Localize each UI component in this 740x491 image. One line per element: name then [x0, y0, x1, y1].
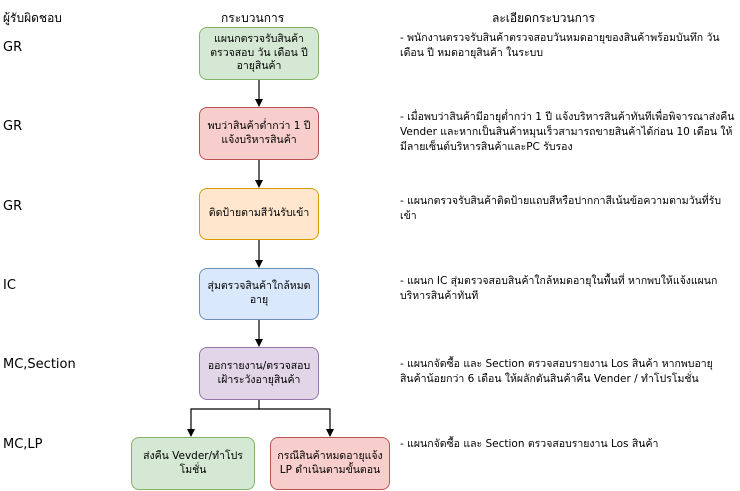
step-return-vendor-box: ส่งคืน Vevder/ทำโปรโมชั่น: [131, 437, 255, 490]
role-label: GR: [3, 199, 23, 214]
step-report-monitor-box: ออกรายงาน/ตรวจสอบ เฝ้าระวังอายุสินค้า: [199, 347, 319, 400]
header-owner: ผู้รับผิดชอบ: [3, 11, 62, 25]
step-description: - แผนกจัดซื้อ และ Section ตรวจสอบรายงาน …: [400, 438, 659, 450]
role-label: GR: [3, 40, 23, 55]
step-text: แผนกตรวจรับสินค้า ตรวจสอบ วัน เดือน ปี อ…: [210, 33, 308, 73]
role-label: GR: [3, 119, 23, 134]
step-description: - แผนก IC สุ่มตรวจสอบสินค้าใกล้หมดอายุใน…: [400, 275, 718, 303]
step-expired-notify-lp-box: กรณีสินค้าหมดอายุแจ้ง LP ดำเนินตามขั้นตอ…: [270, 437, 390, 490]
step-text: ส่งคืน Vevder/ทำโปรโมชั่น: [143, 449, 243, 476]
step-description: - พนักงานตรวจรับสินค้าตรวจสอบวันหมดอายุข…: [400, 32, 720, 60]
step-text: ออกรายงาน/ตรวจสอบ เฝ้าระวังอายุสินค้า: [207, 359, 311, 386]
header-detail: ละเอียดกระบวนการ: [492, 11, 596, 25]
step-text: พบว่าสินค้าต่ำกว่า 1 ปี แจ้งบริหารสินค้า: [207, 119, 311, 146]
step-description: - แผนกจัดซื้อ และ Section ตรวจสอบรายงาน …: [400, 358, 713, 386]
step-description: - แผนกตรวจรับสินค้าติดป้ายแถบสีหรือปากกา…: [400, 195, 721, 223]
step-under-one-year-box: พบว่าสินค้าต่ำกว่า 1 ปี แจ้งบริหารสินค้า: [199, 107, 319, 160]
step-check-expiry-box: แผนกตรวจรับสินค้า ตรวจสอบ วัน เดือน ปี อ…: [199, 27, 319, 80]
role-label: IC: [3, 278, 16, 293]
role-label: MC,Section: [3, 357, 76, 372]
arrow-5-split-right: [259, 408, 334, 437]
header-process: กระบวนการ: [221, 11, 285, 25]
step-text: ติดป้ายตามสีวันรับเข้า: [208, 207, 310, 220]
step-description: - เมื่อพบว่าสินค้ามีอายุต่ำกว่า 1 ปี แจ้…: [400, 111, 735, 154]
step-color-label-box: ติดป้ายตามสีวันรับเข้า: [199, 188, 319, 240]
step-random-check-box: สุ่มตรวจสินค้าใกล้หมดอายุ: [199, 268, 319, 320]
step-text: กรณีสินค้าหมดอายุแจ้ง LP ดำเนินตามขั้นตอ…: [277, 449, 383, 476]
arrow-5-split: [187, 400, 260, 437]
step-text: สุ่มตรวจสินค้าใกล้หมดอายุ: [207, 280, 311, 306]
role-label: MC,LP: [3, 437, 43, 452]
